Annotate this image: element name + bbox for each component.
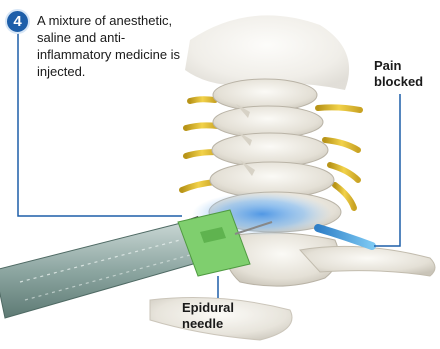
epidural-needle-label: Epidural needle [182,300,262,332]
step-description: A mixture of anesthetic, saline and anti… [37,12,187,80]
step-number-badge: 4 [5,9,30,34]
pain-blocked-label: Pain blocked [374,58,438,90]
nerves-right [318,107,360,208]
pain-leader-line [374,94,400,246]
